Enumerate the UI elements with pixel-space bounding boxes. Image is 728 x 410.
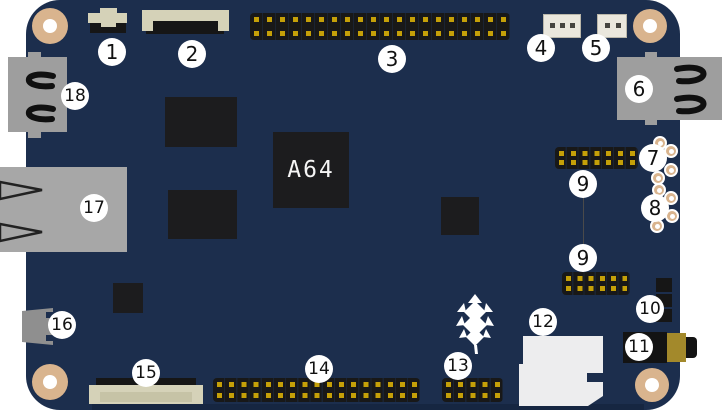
callout-17[interactable]: 17 bbox=[80, 194, 108, 222]
callout-9b[interactable]: 9 bbox=[569, 244, 597, 272]
usb-port-left bbox=[8, 57, 67, 132]
callout-3[interactable]: 3 bbox=[378, 45, 406, 73]
header-gaps bbox=[562, 272, 630, 295]
callout-5[interactable]: 5 bbox=[582, 34, 610, 62]
callout-1[interactable]: 1 bbox=[98, 38, 126, 66]
memory-chip-lower bbox=[168, 190, 237, 239]
jst-pin bbox=[560, 23, 565, 28]
small-chip-bottom-left bbox=[113, 283, 143, 313]
jst-connector-3pin bbox=[543, 14, 581, 38]
pinecone-icon bbox=[453, 293, 497, 355]
fpc-connector-top-wing-right bbox=[218, 18, 229, 31]
usb-left-tab-bottom bbox=[28, 131, 41, 138]
small-connector-tab bbox=[100, 8, 117, 14]
micro-usb-notch bbox=[46, 335, 53, 341]
jst-pin bbox=[616, 23, 621, 28]
mounting-hole-top-right bbox=[633, 9, 667, 43]
callout-8[interactable]: 8 bbox=[641, 194, 669, 222]
small-connector-body bbox=[88, 13, 127, 23]
soc-label: A64 bbox=[287, 157, 335, 183]
header-right-lower bbox=[562, 272, 630, 295]
callout-2[interactable]: 2 bbox=[178, 40, 206, 68]
usb-right-tab-top bbox=[645, 52, 657, 58]
callout-7[interactable]: 7 bbox=[639, 144, 667, 172]
component-gap bbox=[656, 307, 672, 309]
usb-right-tab-bottom bbox=[645, 119, 657, 125]
jst-connector-2pin bbox=[597, 14, 627, 38]
callout-13[interactable]: 13 bbox=[444, 352, 472, 380]
mounting-hole-bottom-right bbox=[635, 368, 669, 402]
small-connector-latch bbox=[101, 21, 116, 27]
jst-pin bbox=[550, 23, 555, 28]
header-gaps bbox=[442, 378, 503, 402]
header-gaps bbox=[250, 13, 510, 40]
small-chip-center bbox=[441, 197, 479, 235]
gpio-header-top bbox=[250, 13, 510, 40]
fpc-connector-top-latch bbox=[146, 18, 224, 34]
jst-pin bbox=[605, 23, 610, 28]
fpc-connector-top-wing-left bbox=[142, 18, 153, 31]
header-right-upper bbox=[555, 147, 638, 169]
callout-11[interactable]: 11 bbox=[625, 333, 653, 361]
solder-pad bbox=[664, 163, 678, 177]
micro-usb-notch bbox=[46, 312, 53, 318]
callout-connector-line bbox=[583, 197, 584, 245]
callout-16[interactable]: 16 bbox=[48, 311, 76, 339]
soc-chip: A64 bbox=[273, 132, 349, 208]
header-gaps bbox=[555, 147, 638, 169]
callout-14[interactable]: 14 bbox=[305, 355, 333, 383]
fpc-connector-top bbox=[142, 10, 229, 21]
callout-18[interactable]: 18 bbox=[61, 82, 89, 110]
memory-chip-upper bbox=[165, 97, 237, 147]
audio-jack-ring bbox=[667, 333, 686, 362]
callout-12[interactable]: 12 bbox=[529, 308, 557, 336]
jst-pin bbox=[570, 23, 575, 28]
fpc-connector-bottom-slot bbox=[100, 392, 192, 402]
component-gap bbox=[656, 292, 672, 294]
callout-4[interactable]: 4 bbox=[527, 34, 555, 62]
header-bottom-small bbox=[442, 378, 503, 402]
audio-jack-tip bbox=[686, 337, 697, 358]
ethernet-slots-icon bbox=[0, 180, 43, 243]
callout-15[interactable]: 15 bbox=[132, 359, 160, 387]
usb-contacts-icon bbox=[25, 71, 56, 123]
usb-contacts-icon bbox=[674, 64, 707, 115]
board-bottom-edge bbox=[92, 404, 644, 410]
usb-left-tab-top bbox=[28, 52, 41, 58]
callout-10[interactable]: 10 bbox=[636, 295, 664, 323]
callout-9a[interactable]: 9 bbox=[569, 170, 597, 198]
callout-6[interactable]: 6 bbox=[625, 75, 653, 103]
mounting-hole-bottom-left bbox=[32, 364, 68, 400]
ethernet-port bbox=[0, 167, 127, 252]
microsd-card bbox=[519, 336, 603, 406]
mounting-hole-top-left bbox=[32, 8, 68, 44]
